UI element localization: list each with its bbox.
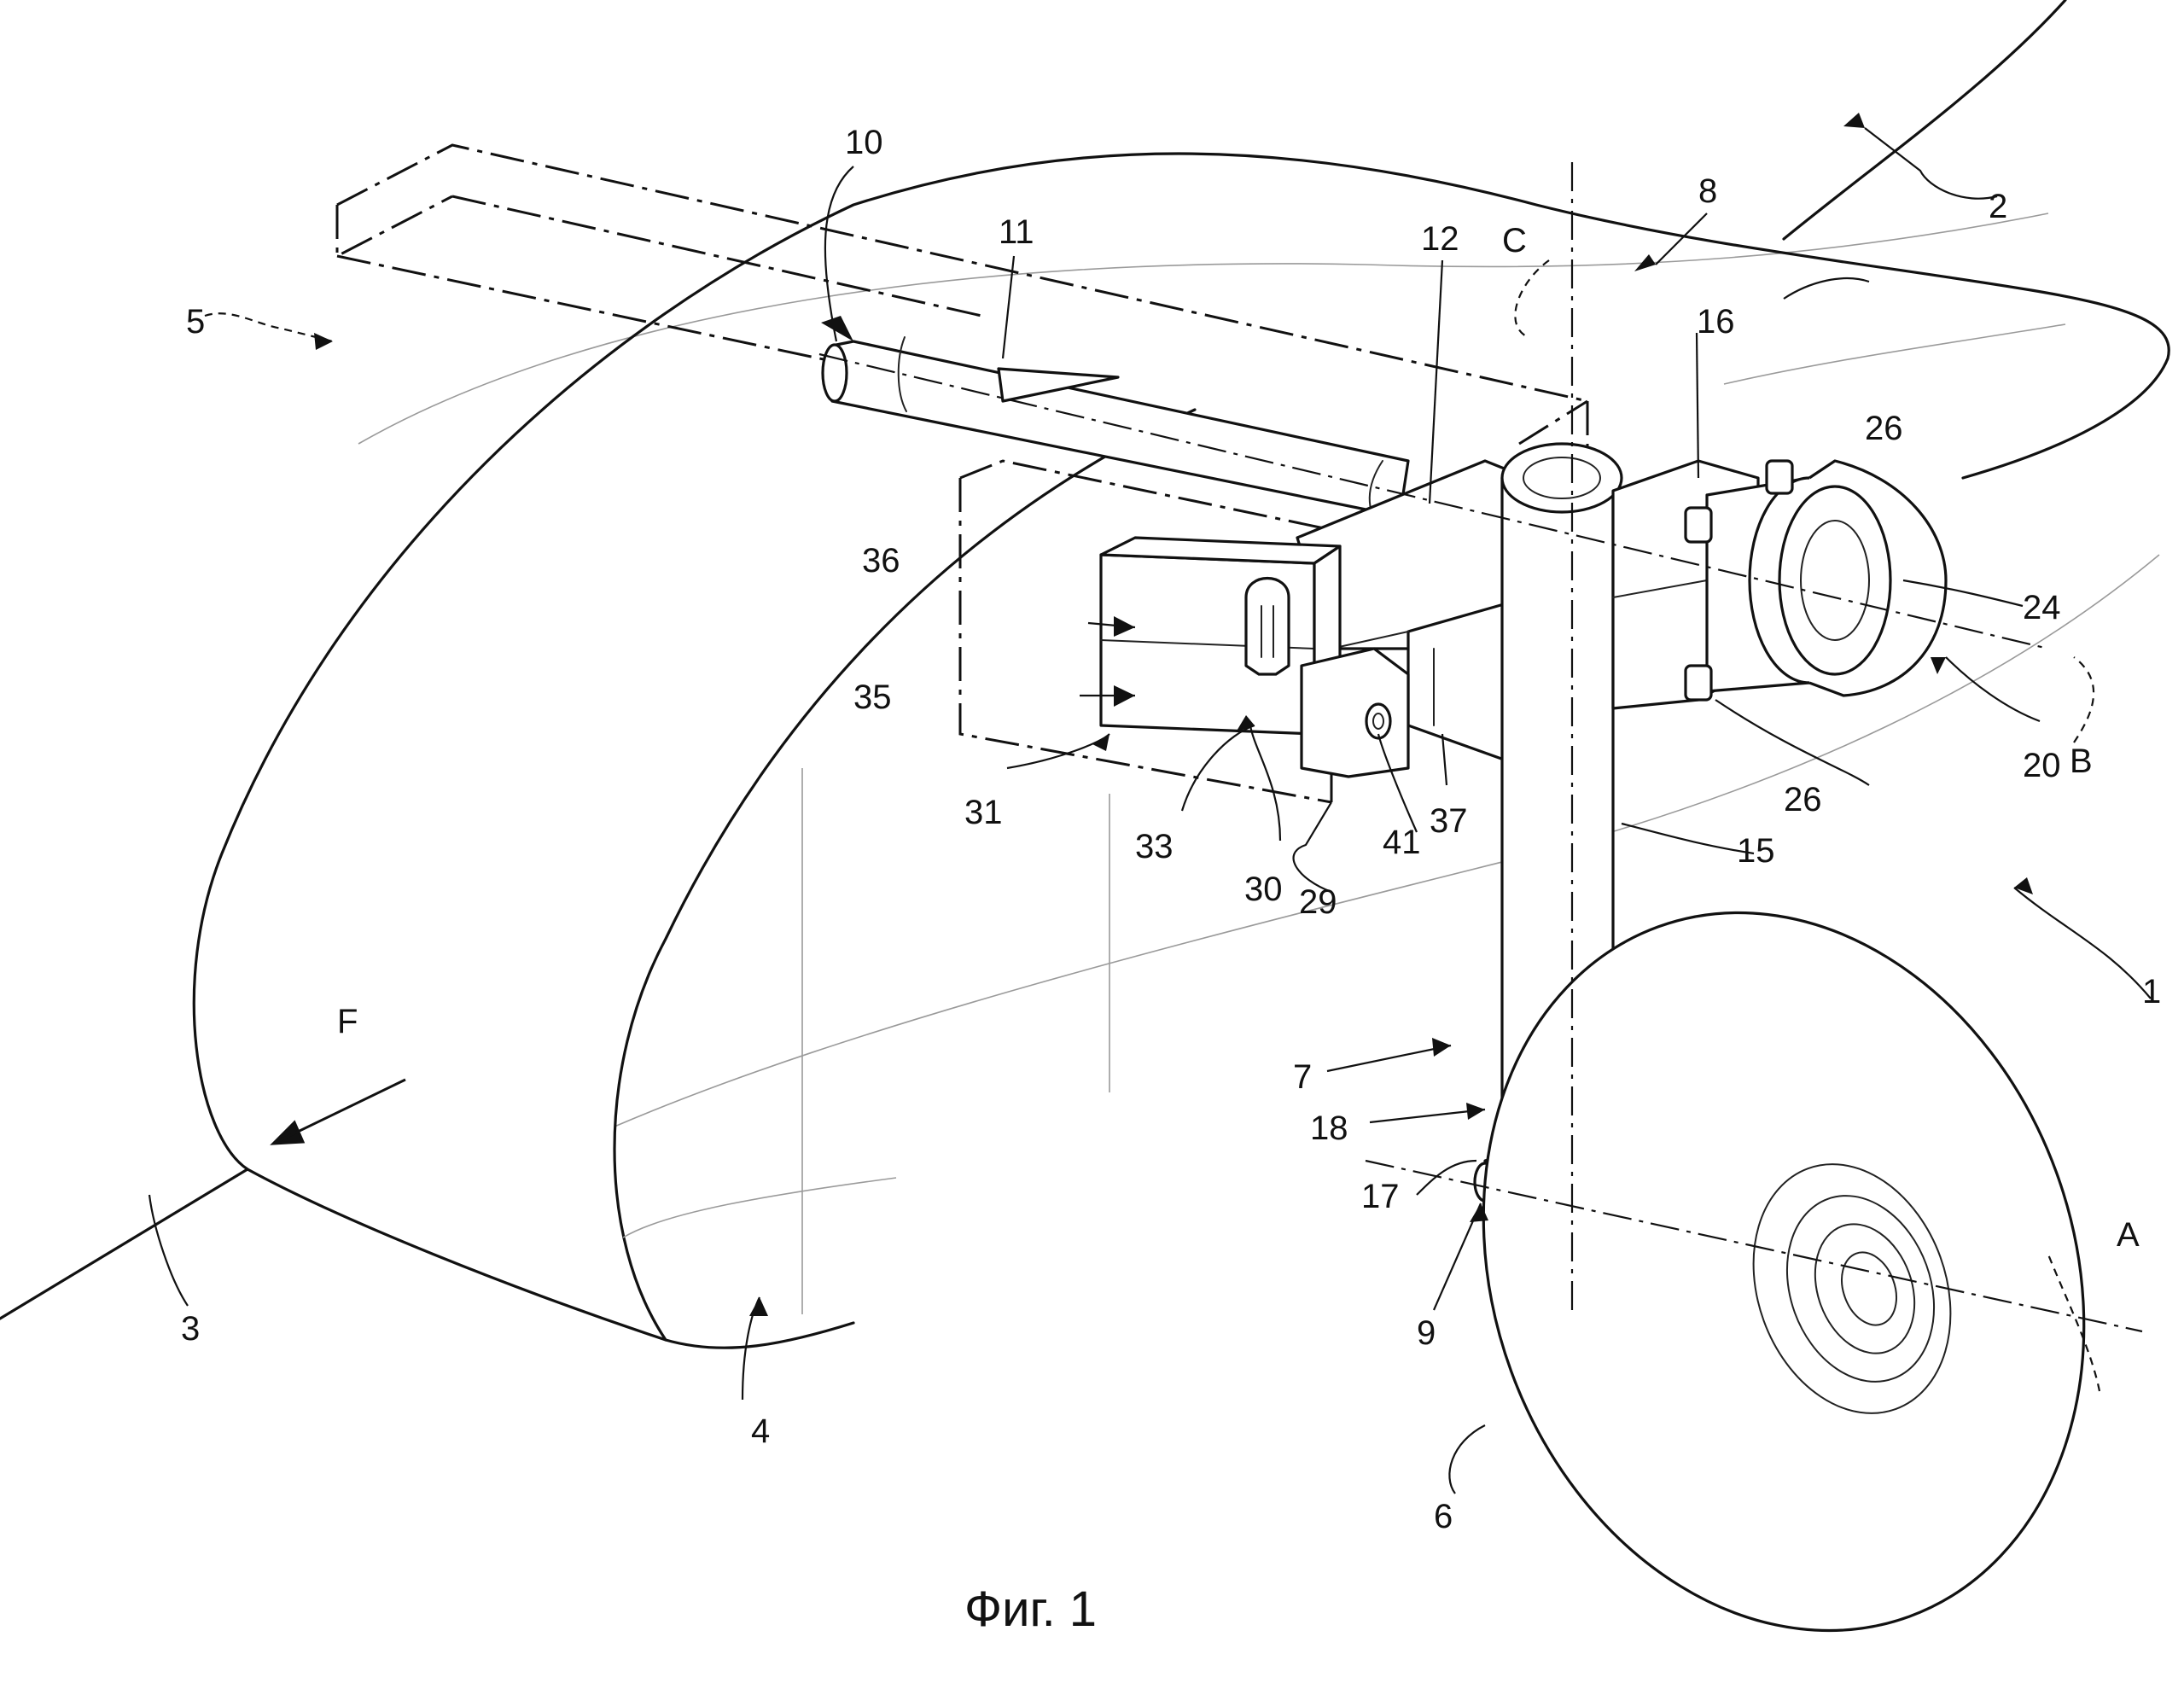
label-31: 31	[964, 794, 1003, 831]
label-37: 37	[1430, 802, 1468, 840]
axis-b	[818, 352, 2049, 650]
label-17: 17	[1361, 1178, 1400, 1215]
label-2: 2	[1989, 188, 2007, 225]
label-41: 41	[1383, 824, 1421, 861]
label-3: 3	[181, 1310, 200, 1348]
label-c: C	[1502, 222, 1527, 259]
wheel	[1482, 911, 2086, 1633]
bracket	[1296, 459, 1529, 770]
label-16: 16	[1697, 303, 1735, 341]
actuator-rod	[821, 336, 1410, 526]
label-10: 10	[845, 124, 883, 161]
label-29: 29	[1299, 883, 1337, 921]
label-33: 33	[1135, 828, 1174, 865]
label-a: A	[2117, 1216, 2140, 1254]
label-12: 12	[1421, 220, 1459, 258]
axes	[818, 162, 2143, 1333]
label-5: 5	[186, 303, 205, 341]
label-15: 15	[1737, 832, 1775, 870]
label-9: 9	[1417, 1314, 1436, 1352]
fairing-body	[192, 152, 2170, 1349]
reference-labels: 10 11 12 C 8 16 2 26 24 20 B 26 15 1 5 3…	[181, 124, 2161, 1535]
label-1: 1	[2142, 973, 2161, 1010]
label-8: 8	[1698, 172, 1717, 210]
label-26-top: 26	[1865, 410, 1903, 447]
label-20: 20	[2023, 747, 2061, 784]
label-30: 30	[1244, 871, 1283, 908]
label-11: 11	[999, 213, 1034, 251]
label-24: 24	[2023, 589, 2061, 626]
axis-a	[1365, 1159, 2143, 1333]
label-f: F	[337, 1003, 358, 1040]
arrowheads	[270, 113, 2033, 1316]
figure-caption: Фиг. 1	[964, 1581, 1097, 1637]
label-35: 35	[853, 679, 892, 716]
link-30	[1300, 647, 1410, 778]
label-18: 18	[1310, 1109, 1348, 1147]
label-6: 6	[1434, 1498, 1453, 1535]
label-7: 7	[1293, 1058, 1312, 1096]
label-b: B	[2070, 743, 2093, 780]
fuselage-lines	[0, 0, 2160, 1320]
label-36: 36	[862, 542, 900, 580]
label-26-bottom: 26	[1784, 781, 1822, 818]
label-4: 4	[751, 1412, 770, 1450]
